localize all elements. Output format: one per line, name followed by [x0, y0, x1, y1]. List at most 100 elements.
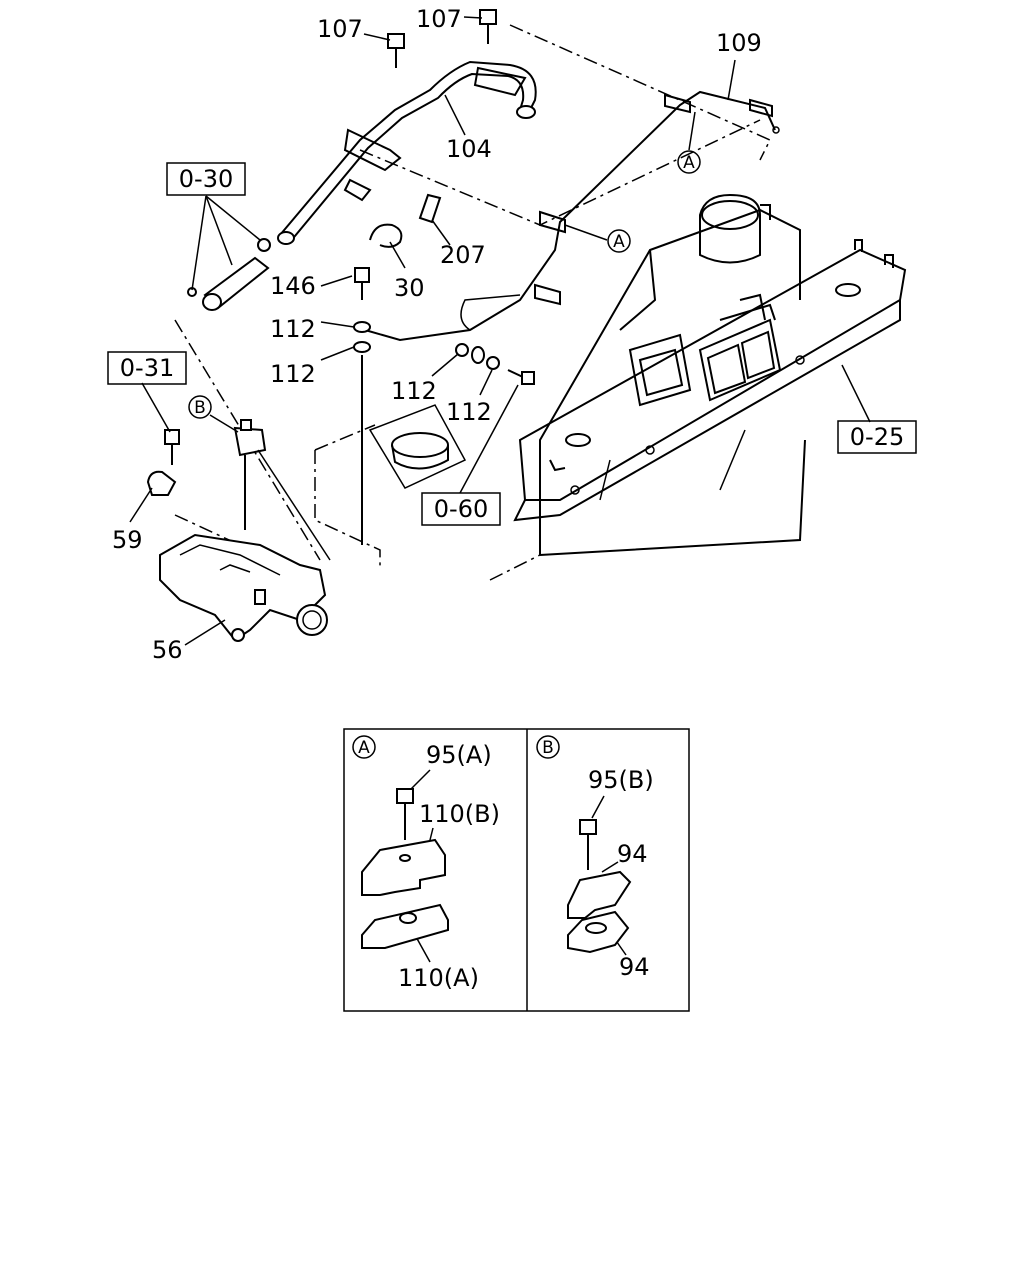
- marker-b-text: B: [194, 398, 206, 418]
- leader-line: [444, 94, 466, 136]
- label-95a: 95(A): [426, 741, 492, 769]
- engine-block: [539, 193, 806, 556]
- clamp-110b: [361, 838, 446, 896]
- label-112: 112: [270, 315, 316, 343]
- leader-line: [209, 414, 239, 433]
- bolt-060: [507, 369, 535, 385]
- leader-line: [363, 33, 391, 41]
- leader-line: [841, 364, 871, 423]
- label-56: 56: [152, 636, 183, 664]
- label-207: 207: [440, 241, 486, 269]
- label-112: 112: [270, 360, 316, 388]
- filler-cap: [368, 404, 467, 489]
- washer-112: [486, 356, 500, 370]
- detail-a-marker: [352, 735, 376, 759]
- label-104: 104: [446, 135, 492, 163]
- union: [471, 346, 485, 364]
- detail-b: B 95(B) 94 94: [536, 735, 654, 981]
- bolt-146: [354, 267, 370, 300]
- leader-line: [320, 346, 355, 361]
- oil-pipe-109: [460, 294, 521, 331]
- bracket: [343, 178, 372, 202]
- leader-line: [129, 487, 153, 523]
- leader-line: [409, 769, 431, 791]
- leader-line: [191, 195, 207, 291]
- oil-pipe-109: [364, 90, 776, 342]
- marker-b: [188, 395, 212, 419]
- leader-line: [184, 619, 226, 646]
- label-59: 59: [112, 526, 143, 554]
- leader-line: [320, 321, 355, 328]
- label-109: 109: [716, 29, 762, 57]
- washer-112: [353, 321, 371, 333]
- inset-frame: [343, 728, 690, 1012]
- dash-outline: [314, 450, 381, 570]
- hose-207: [418, 193, 442, 224]
- ref-box-060: [421, 492, 501, 526]
- detail-a: A 95(A) 110(B) 110(A): [352, 735, 500, 992]
- label-30: 30: [394, 274, 425, 302]
- bolt-95b: [579, 819, 597, 870]
- dash-outline: [359, 119, 761, 226]
- turbo-flange: [628, 303, 782, 407]
- pipe-end: [277, 231, 295, 245]
- leader-line: [479, 369, 493, 396]
- pipe-tip: [772, 126, 780, 134]
- clamp-30: [369, 223, 403, 248]
- washer-112: [455, 343, 469, 357]
- ref-box-025: [837, 420, 917, 454]
- leader-line: [205, 195, 233, 266]
- hose-clamp: [257, 238, 271, 252]
- ref-box-031: [107, 351, 187, 385]
- clamp-110a: [361, 903, 449, 949]
- clip: [534, 283, 561, 306]
- label-95b: 95(B): [588, 766, 654, 794]
- label-146: 146: [270, 272, 316, 300]
- water-pipe-104: [279, 60, 537, 236]
- leader-line: [564, 224, 608, 241]
- bracket: [473, 66, 527, 97]
- water-pipe-104: [289, 72, 525, 243]
- leader-line: [459, 384, 519, 494]
- bolt-031: [164, 429, 180, 465]
- leader-line: [257, 449, 331, 561]
- label-112: 112: [391, 377, 437, 405]
- clip: [749, 98, 773, 118]
- detail-b-marker-text: B: [542, 738, 554, 758]
- leader-line: [688, 111, 696, 151]
- label-107: 107: [317, 15, 363, 43]
- leader-line: [463, 16, 483, 19]
- label-94: 94: [617, 840, 648, 868]
- leader-line: [727, 59, 736, 101]
- detail-a-marker-text: A: [358, 738, 370, 758]
- clip-94-upper: [567, 870, 632, 919]
- leader-line: [431, 353, 459, 377]
- marker-a-text: A: [613, 232, 625, 252]
- water-manifold-56: [159, 533, 328, 642]
- leader-line: [320, 275, 353, 287]
- leader-line: [431, 219, 451, 246]
- leader-line: [389, 241, 406, 269]
- exhaust-manifold: [513, 239, 907, 522]
- bolt-95a: [396, 788, 414, 840]
- label-94: 94: [619, 953, 650, 981]
- detail-b-marker: [536, 735, 560, 759]
- bracket-b: [233, 419, 267, 530]
- clip: [539, 210, 566, 234]
- marker-a: [677, 150, 701, 174]
- ref-031-text: 0-31: [120, 354, 174, 382]
- leader-line: [601, 861, 619, 873]
- ref-030-text: 0-30: [179, 165, 233, 193]
- pipe-end: [516, 105, 536, 119]
- bolt-hole: [399, 854, 411, 862]
- ref-025-text: 0-25: [850, 423, 904, 451]
- leader-line: [591, 795, 605, 819]
- ref-060-text: 0-60: [434, 495, 488, 523]
- bolt-hole: [399, 912, 417, 924]
- label-110a: 110(A): [398, 964, 479, 992]
- label-112: 112: [446, 398, 492, 426]
- label-110b: 110(B): [419, 800, 500, 828]
- clip: [664, 93, 691, 114]
- bracket: [343, 128, 402, 172]
